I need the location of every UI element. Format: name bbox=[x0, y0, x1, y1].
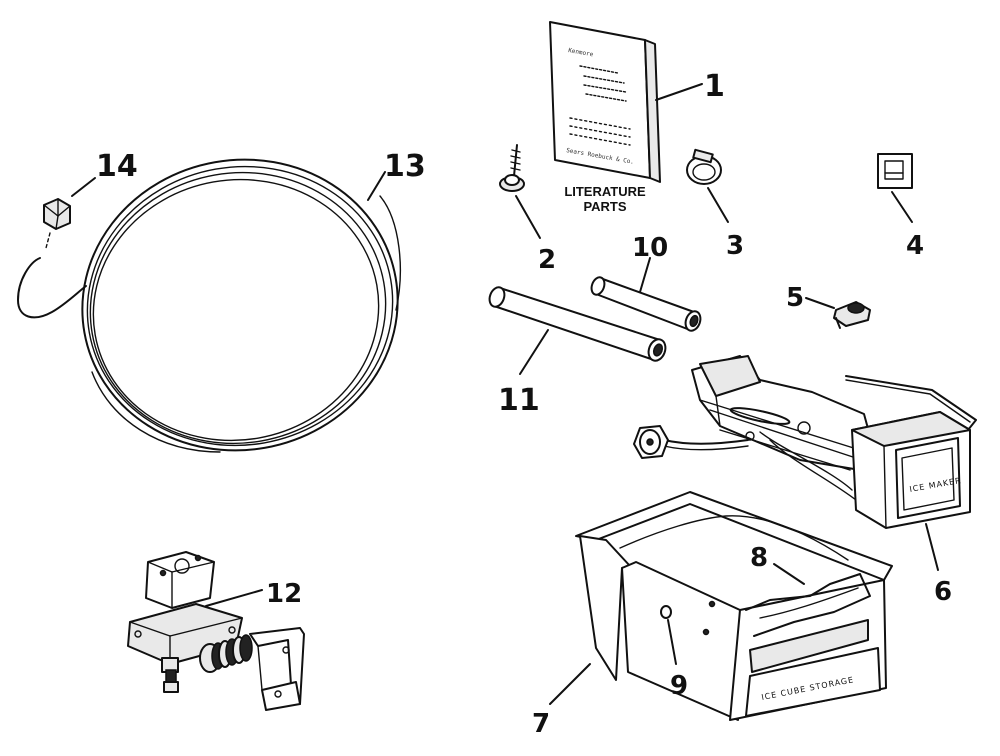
leader-9 bbox=[667, 619, 677, 665]
leader-10 bbox=[639, 257, 651, 293]
callout-6: 6 bbox=[934, 577, 952, 607]
leader-13 bbox=[367, 171, 386, 201]
leader-7 bbox=[549, 663, 591, 705]
part-4-bracket bbox=[877, 153, 913, 189]
part-2-screw bbox=[499, 144, 525, 192]
booklet-brand: Kenmore bbox=[568, 47, 594, 58]
part-13-water-tube bbox=[17, 158, 401, 453]
part-11-long-tube bbox=[488, 286, 667, 362]
callout-4: 4 bbox=[906, 231, 924, 261]
callout-9: 9 bbox=[670, 671, 688, 701]
leader-5 bbox=[805, 297, 835, 309]
leader-3 bbox=[707, 187, 729, 223]
part-7-ice-bin: ICE CUBE STORAGE bbox=[575, 491, 893, 721]
part-1-literature-booklet: Kenmore Sears Roebuck & Co. bbox=[549, 21, 661, 183]
callout-14: 14 bbox=[96, 149, 138, 184]
part-10-short-tube bbox=[590, 276, 702, 332]
callout-3: 3 bbox=[726, 231, 744, 261]
leader-11 bbox=[519, 329, 549, 375]
literature-label-line2: PARTS bbox=[583, 199, 626, 214]
callout-5: 5 bbox=[786, 283, 804, 313]
part-3-clamp bbox=[686, 148, 722, 185]
callout-1: 1 bbox=[704, 69, 725, 104]
leader-14 bbox=[71, 177, 96, 197]
literature-label-line1: LITERATURE bbox=[564, 184, 646, 199]
part-14-nut bbox=[43, 198, 71, 249]
callout-13: 13 bbox=[384, 149, 426, 184]
callout-7: 7 bbox=[532, 709, 550, 739]
leader-1 bbox=[655, 83, 703, 101]
callout-8: 8 bbox=[750, 543, 768, 573]
callout-11: 11 bbox=[498, 383, 540, 418]
callout-10: 10 bbox=[632, 233, 668, 263]
part-12-water-valve bbox=[127, 551, 305, 711]
leader-6 bbox=[925, 523, 939, 571]
leader-8 bbox=[773, 563, 805, 585]
leader-2 bbox=[515, 195, 541, 239]
part-5-wire-clip bbox=[833, 301, 871, 329]
callout-12: 12 bbox=[266, 579, 302, 609]
leader-12 bbox=[205, 589, 263, 607]
callout-numbers: 1 2 3 4 5 6 7 8 9 10 11 12 13 14 bbox=[96, 69, 952, 739]
part-6-ice-maker: ICE MAKER bbox=[633, 355, 977, 529]
leader-4 bbox=[891, 191, 913, 223]
callout-2: 2 bbox=[538, 245, 556, 275]
